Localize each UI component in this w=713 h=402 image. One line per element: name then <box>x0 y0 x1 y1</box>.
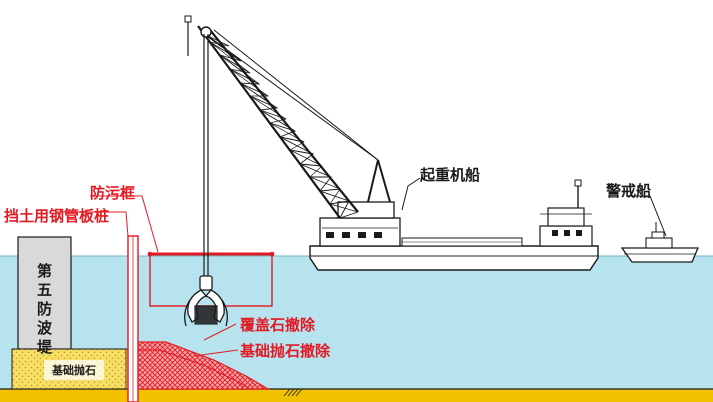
label-breakwater: 第 五 防 波 堤 <box>18 262 71 357</box>
label-sheet-pile: 挡土用钢管板桩 <box>4 207 110 225</box>
grab-bucket <box>184 275 228 327</box>
guard-boat <box>620 222 699 263</box>
leader-lines <box>58 177 667 357</box>
label-guard-boat: 警戒船 <box>606 182 652 200</box>
crane-barge <box>309 179 599 271</box>
seabed-hatch-mark <box>283 388 303 397</box>
breakwater-char: 波 <box>36 319 52 337</box>
breakwater-char: 五 <box>36 281 52 299</box>
label-crane-ship: 起重机船 <box>420 166 481 184</box>
label-foundation-rubble-removal: 基础抛石撤除 <box>240 342 331 360</box>
sheet-pile <box>127 235 139 402</box>
crane-hoist <box>184 15 212 276</box>
seabed <box>0 389 713 402</box>
breakwater <box>17 236 72 350</box>
label-foundation-rubble: 基础抛石 <box>52 364 96 377</box>
breakwater-char: 第 <box>36 262 52 280</box>
label-cover-stone-removal: 覆盖石撤除 <box>240 316 316 334</box>
breakwater-char: 防 <box>36 300 52 318</box>
crane-boom <box>197 25 359 219</box>
label-silt-fence: 防污框 <box>90 184 136 202</box>
breakwater-char: 堤 <box>36 338 52 356</box>
